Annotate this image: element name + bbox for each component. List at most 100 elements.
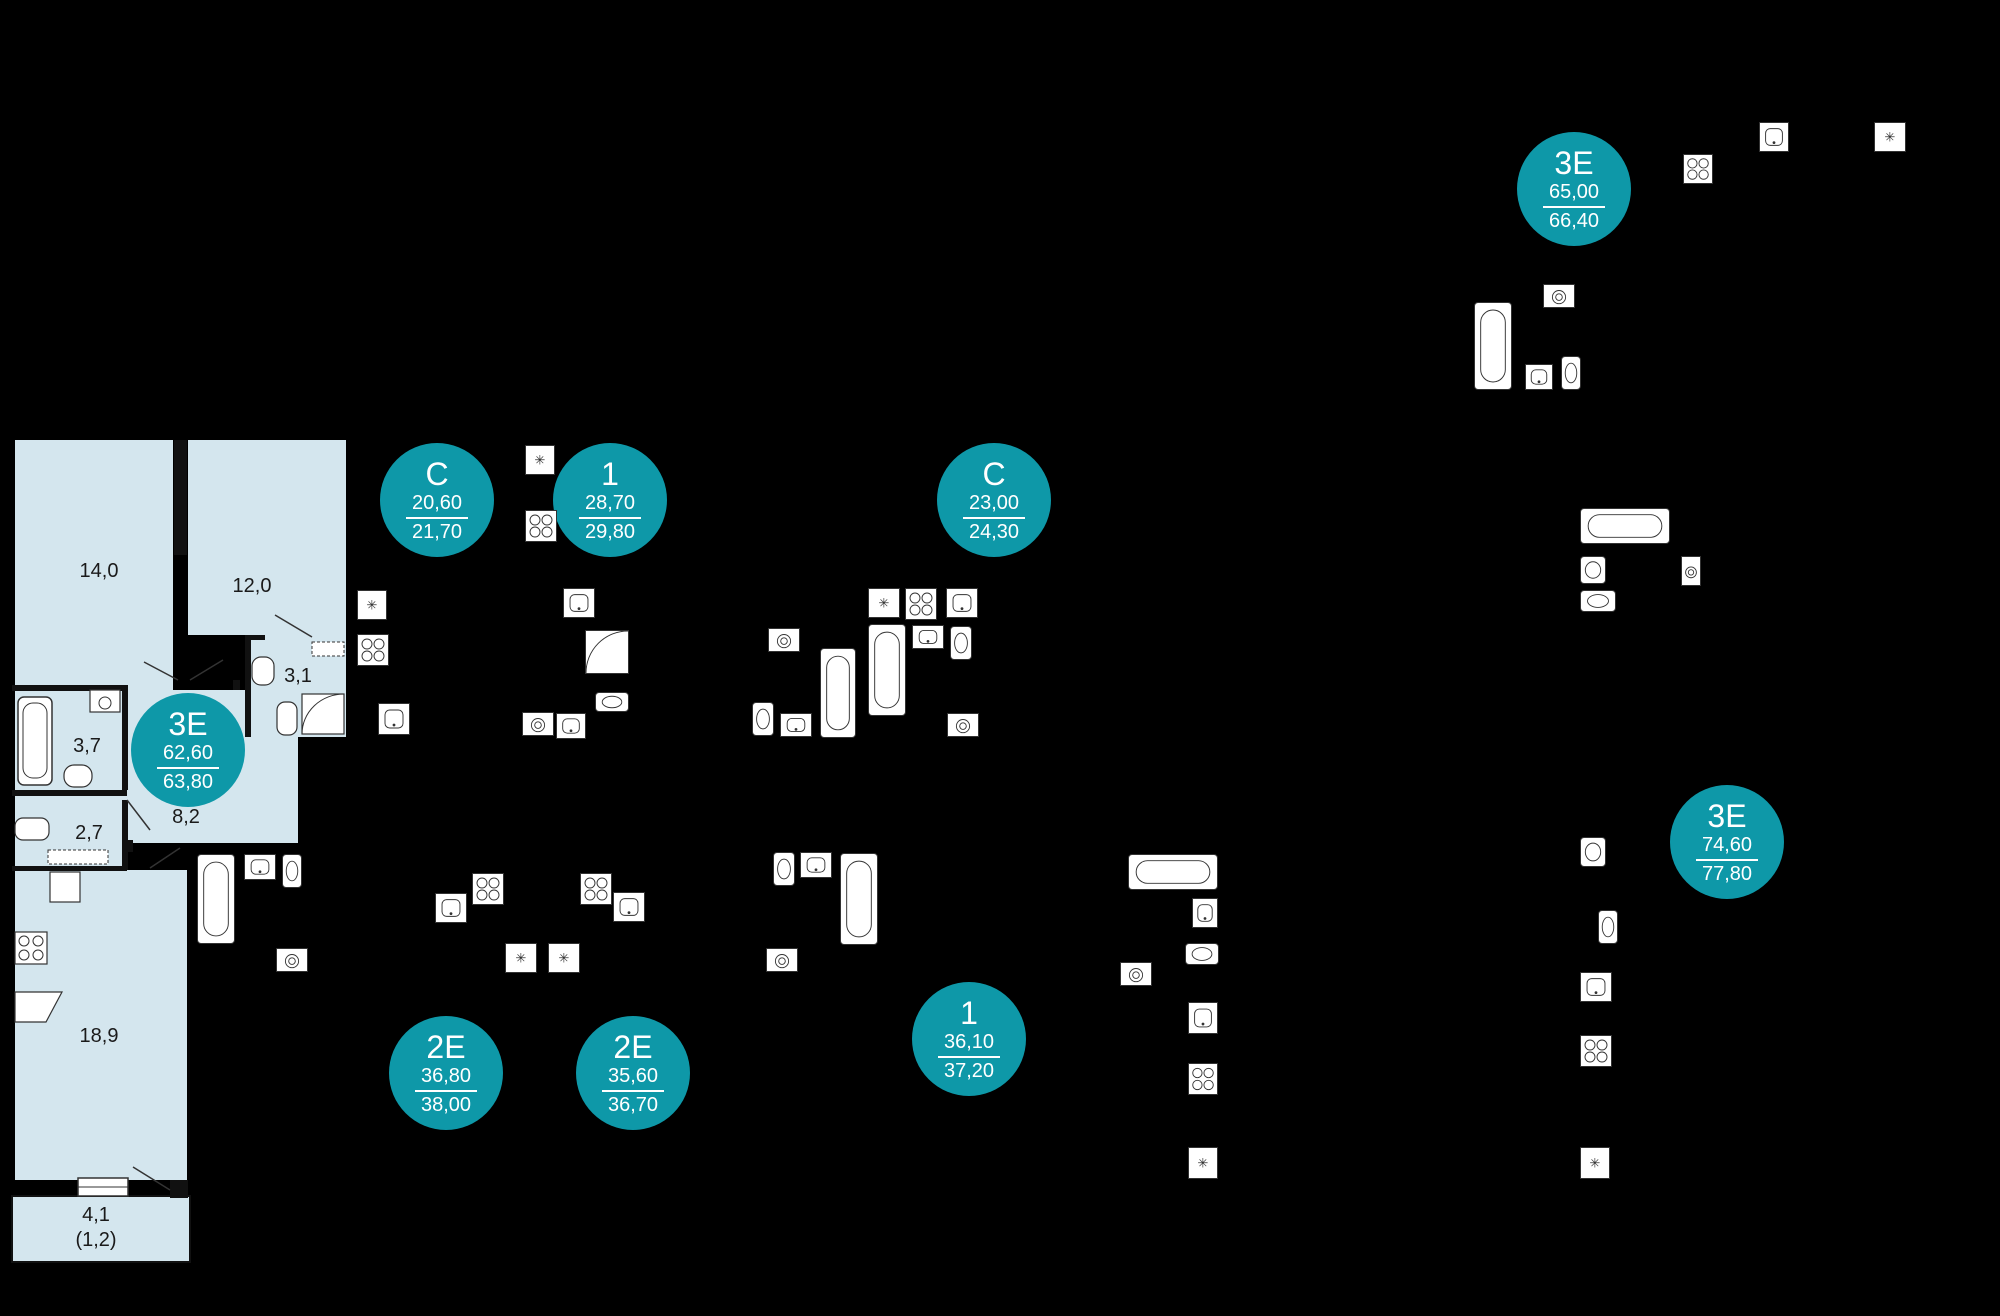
- apartment-type: 3E: [1707, 797, 1747, 834]
- svg-text:✳: ✳: [516, 952, 527, 967]
- divider: [602, 1089, 664, 1092]
- room-area-label: 3,1: [284, 665, 312, 687]
- apartment-total-area: 29,80: [584, 520, 636, 543]
- sink-icon: [946, 588, 978, 618]
- wall: [245, 635, 265, 640]
- apartment-total-area: 66,40: [1548, 209, 1600, 232]
- washing-machine-icon: [1681, 556, 1701, 586]
- cabinet-icon: [311, 641, 345, 657]
- bathtub-icon: [1474, 302, 1512, 390]
- wall: [125, 840, 133, 852]
- toilet-icon: [950, 626, 972, 660]
- apartment-type: 2E: [426, 1028, 466, 1065]
- sink-icon: [563, 588, 595, 618]
- apartment-type: 2E: [613, 1028, 653, 1065]
- sink-icon: [276, 701, 298, 736]
- washing-machine-icon: [522, 712, 554, 736]
- fan-icon: ✳: [1188, 1147, 1218, 1179]
- apartment-badge[interactable]: 2E 36,80 38,00: [389, 1016, 503, 1130]
- stove-icon: [357, 634, 389, 666]
- fan-icon: ✳: [1874, 122, 1906, 152]
- washing-machine-icon: [766, 948, 798, 972]
- toilet-icon: [1580, 556, 1606, 584]
- svg-text:✳: ✳: [1198, 1157, 1209, 1172]
- stove-icon: [1580, 1035, 1612, 1067]
- fan-icon: ✳: [548, 943, 580, 973]
- toilet-icon: [251, 656, 275, 686]
- apartment-type: 3E: [168, 705, 208, 742]
- apartment-badge[interactable]: 2E 35,60 36,70: [576, 1016, 690, 1130]
- sink-icon: [780, 713, 812, 737]
- sink-icon: [1188, 1002, 1218, 1034]
- toilet-icon: [1185, 943, 1219, 965]
- divider: [963, 516, 1025, 519]
- apartment-badge[interactable]: 1 36,10 37,20: [912, 982, 1026, 1096]
- apartment-badge[interactable]: 1 28,70 29,80: [553, 443, 667, 557]
- sink-icon: [912, 625, 944, 649]
- apartment-area: 35,60: [607, 1064, 659, 1087]
- door-line: [189, 659, 224, 681]
- apartment-area: 23,00: [968, 491, 1020, 514]
- stove-icon: [1188, 1063, 1218, 1095]
- wall: [170, 1180, 188, 1198]
- sink-icon: [435, 893, 467, 923]
- apartment-badge[interactable]: 3E 62,60 63,80: [131, 693, 245, 807]
- divider: [938, 1055, 1000, 1058]
- washing-machine-icon: [768, 628, 800, 652]
- stove-icon: [18, 949, 30, 961]
- room-kitchen-18-9: [15, 870, 187, 1180]
- apartment-type: 1: [601, 455, 619, 492]
- apartment-area: 28,70: [584, 491, 636, 514]
- divider: [406, 516, 468, 519]
- fan-icon: [14, 991, 63, 1023]
- wall: [174, 440, 187, 555]
- bathtub-icon: [820, 648, 856, 738]
- wall: [245, 635, 251, 737]
- room-12: [188, 440, 346, 635]
- toilet-icon: [1561, 356, 1581, 390]
- apartment-total-area: 63,80: [162, 770, 214, 793]
- room-area-label: 3,7: [73, 735, 101, 757]
- apartment-area: 62,60: [162, 741, 214, 764]
- apartment-total-area: 21,70: [411, 520, 463, 543]
- toilet-icon: [773, 852, 795, 886]
- apartment-area: 36,10: [943, 1030, 995, 1053]
- apartment-area: 20,60: [411, 491, 463, 514]
- fan-icon: ✳: [505, 943, 537, 973]
- apartment-badge[interactable]: 3E 65,00 66,40: [1517, 132, 1631, 246]
- fan-icon: ✳: [1580, 1147, 1610, 1179]
- apartment-total-area: 36,70: [607, 1093, 659, 1116]
- apartment-badge[interactable]: C 20,60 21,70: [380, 443, 494, 557]
- apartment-total-area: 77,80: [1701, 862, 1753, 885]
- apartment-badge[interactable]: 3E 74,60 77,80: [1670, 785, 1784, 899]
- washing-machine-icon: [89, 689, 121, 713]
- svg-text:✳: ✳: [535, 454, 546, 469]
- room-area-label: 12,0: [232, 575, 272, 597]
- toilet-icon: [595, 692, 629, 712]
- sink-icon: [244, 854, 276, 880]
- room-14: [15, 440, 173, 690]
- apartment-type: 3E: [1554, 144, 1594, 181]
- stove-icon: [32, 949, 44, 961]
- svg-text:✳: ✳: [559, 952, 570, 967]
- stove-icon: [525, 510, 557, 542]
- apartment-area: 36,80: [420, 1064, 472, 1087]
- washing-machine-icon: [1120, 962, 1152, 986]
- washing-machine-icon: [276, 948, 308, 972]
- bathtub-icon: [1128, 854, 1218, 890]
- washing-machine-icon: [947, 713, 979, 737]
- sink-icon: [1580, 972, 1612, 1002]
- door-line: [274, 614, 313, 638]
- apartment-type: C: [425, 455, 449, 492]
- sink-icon: [1759, 122, 1789, 152]
- divider: [579, 516, 641, 519]
- toilet-icon: [1580, 590, 1616, 612]
- balcony-area-label: (1,2): [75, 1229, 117, 1251]
- apartment-badge[interactable]: C 23,00 24,30: [937, 443, 1051, 557]
- toilet-icon: [1598, 910, 1618, 944]
- bathtub-icon: [868, 624, 906, 716]
- room-area-label: 8,2: [172, 806, 200, 828]
- svg-text:✳: ✳: [879, 597, 890, 612]
- apartment-type: 1: [960, 994, 978, 1031]
